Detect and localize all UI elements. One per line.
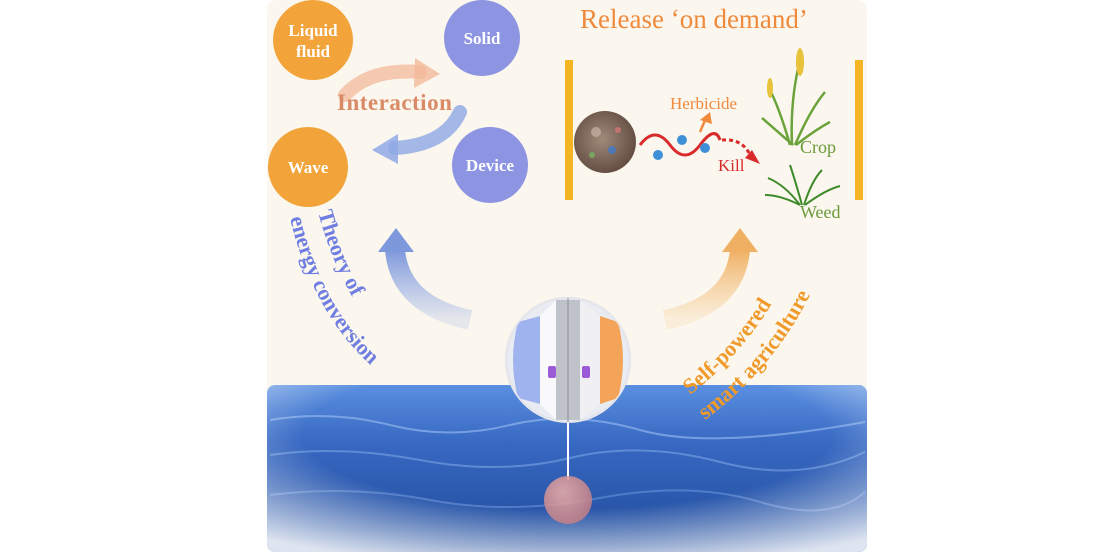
liquid-fluid-label: Liquid fluid [278,20,348,62]
teng-device-sphere [505,297,631,423]
kill-label: Kill [718,156,745,175]
liquid-label-line2: fluid [295,42,331,61]
herbicide-arrowhead [700,112,712,124]
wave-node [268,127,348,207]
solid-label: Solid [463,29,501,48]
wave-label: Wave [287,158,329,177]
solid-node [444,0,520,76]
application-arrow [662,228,758,330]
interaction-label: Interaction [337,90,453,115]
left-bar [565,60,573,200]
device-label: Device [465,156,515,175]
liquid-label-line1: Liquid [288,21,338,40]
theory-arrow [378,228,473,330]
crop-plant-icon [761,48,831,146]
release-wave [638,132,722,157]
anchor-weight [544,476,592,524]
kill-arrowhead [745,150,760,164]
page-title: Release ‘on demand’ [580,4,808,34]
nanoparticle-icon [574,111,636,173]
crop-label: Crop [800,137,836,157]
device-node [452,127,528,203]
right-bar [855,60,863,200]
weed-plant-icon [764,164,841,206]
liquid-fluid-node [273,0,353,80]
interaction-cycle-arrows [338,58,467,164]
herbicide-molecules [653,135,710,160]
herbicide-label: Herbicide [670,94,738,113]
weed-label: Weed [800,202,841,222]
